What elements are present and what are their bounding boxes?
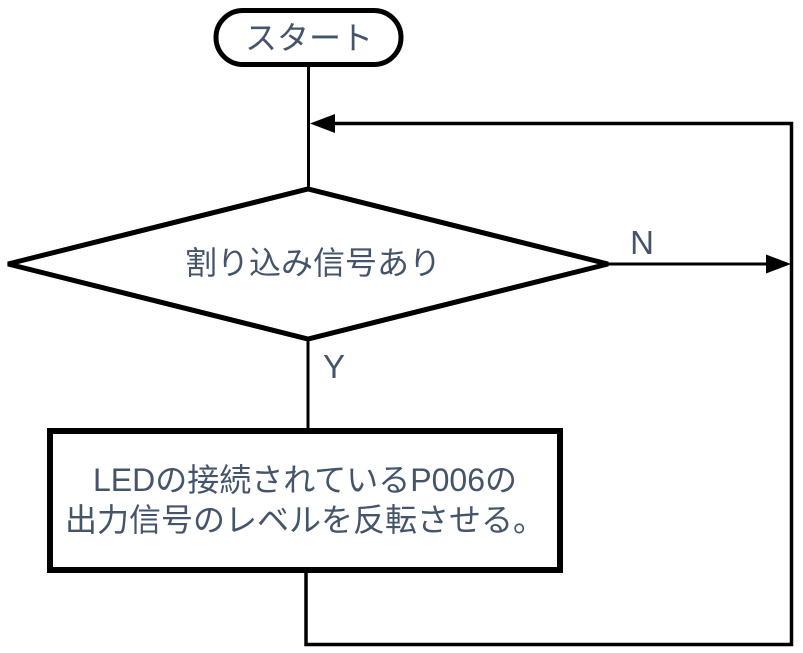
connector-loop-back bbox=[304, 121, 794, 647]
yes-branch-label: Y bbox=[322, 348, 346, 385]
process-label: LEDの接続されているP006の 出力信号のレベルを反転させる。 bbox=[65, 460, 545, 540]
arrowhead-right-icon bbox=[766, 254, 791, 274]
process-rectangle-shape bbox=[47, 428, 563, 573]
no-branch-label: N bbox=[630, 224, 654, 261]
process-label-line-2: 出力信号のレベルを反転させる。 bbox=[64, 502, 546, 538]
decision-diamond-shape bbox=[7, 186, 609, 342]
decision-label: 割り込み信号あり bbox=[184, 245, 442, 281]
process-label-line-1: LEDの接続されているP006の bbox=[92, 462, 518, 498]
arrowhead-left-icon bbox=[310, 114, 335, 133]
start-terminal-shape bbox=[213, 8, 404, 67]
start-label: スタート bbox=[244, 20, 374, 56]
